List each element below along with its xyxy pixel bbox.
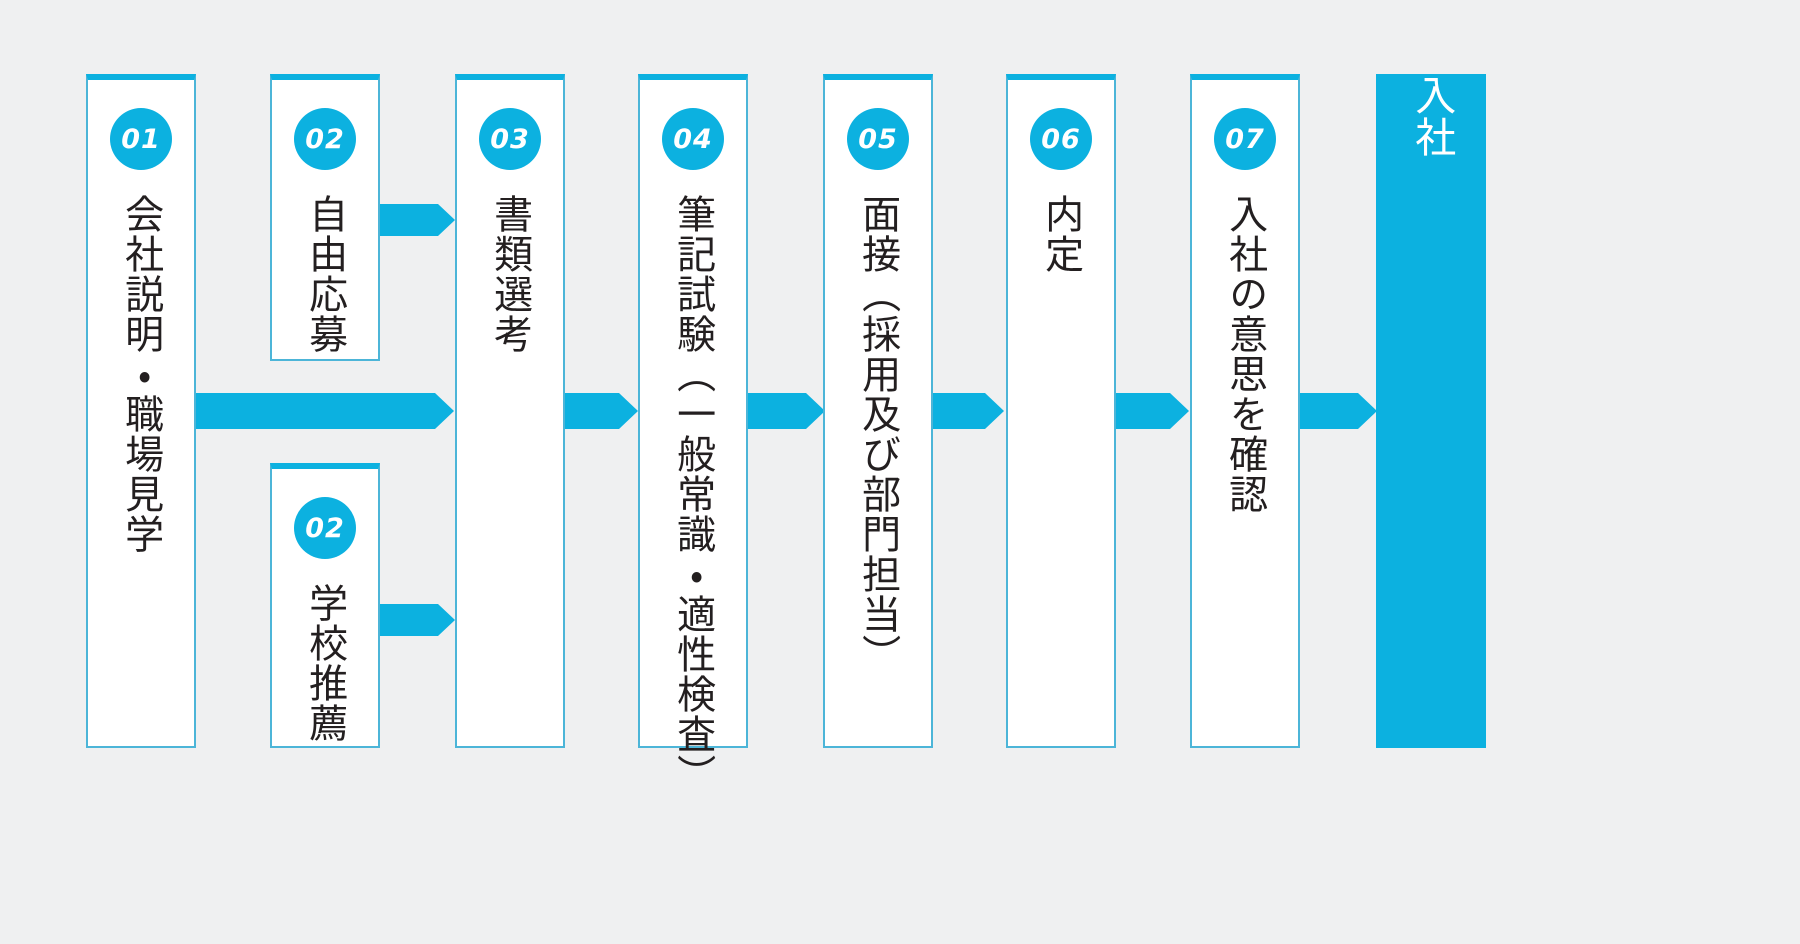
step-label-document-screening: 書類選考 [487,194,533,354]
step-label-intent-confirmation: 入社の意思を確認 [1222,194,1268,514]
step-badge-05: 05 [847,108,909,170]
arrow-screening-to-written-exam [562,393,638,429]
step-badge-01: 01 [110,108,172,170]
arrow-tip-icon [806,393,825,429]
step-card-written-exam[interactable]: 04 筆記試験（一般常識・適性検査） [638,74,748,794]
step-label-join-company: 入社 [1407,74,1456,158]
arrow-tip-icon [435,393,454,429]
step-card-school-recommendation[interactable]: 02 学校推薦 [270,463,380,748]
step-card-interview[interactable]: 05 面接（採用及び部門担当） [823,74,933,748]
step-badge-03: 03 [479,108,541,170]
step-label-written-exam: 筆記試験（一般常識・適性検査） [670,194,716,794]
arrow-interview-to-offer [930,393,1004,429]
step-card-orientation[interactable]: 01 会社説明・職場見学 [86,74,196,748]
step-label-job-offer: 内定 [1038,194,1084,274]
arrow-tip-icon [438,204,455,236]
step-badge-04: 04 [662,108,724,170]
step-card-job-offer[interactable]: 06 内定 [1006,74,1116,748]
arrow-offer-to-confirmation [1113,393,1189,429]
step-card-document-screening[interactable]: 03 書類選考 [455,74,565,748]
arrow-free-application-to-screening [376,204,455,236]
arrow-tip-icon [1358,393,1377,429]
step-badge-02-school: 02 [294,497,356,559]
arrow-tip-icon [619,393,638,429]
arrow-tip-icon [1170,393,1189,429]
arrow-school-recommendation-to-screening [376,604,455,636]
step-badge-06: 06 [1030,108,1092,170]
arrow-written-exam-to-interview [746,393,825,429]
arrow-tip-icon [438,604,455,636]
step-label-orientation: 会社説明・職場見学 [118,194,164,554]
step-badge-02-free: 02 [294,108,356,170]
arrow-orientation-to-screening [193,393,454,429]
step-label-free-application: 自由応募 [302,194,348,354]
step-badge-07: 07 [1214,108,1276,170]
step-card-free-application[interactable]: 02 自由応募 [270,74,380,361]
arrow-tip-icon [985,393,1004,429]
arrow-confirmation-to-join [1298,393,1377,429]
step-label-school-recommendation: 学校推薦 [302,583,348,743]
step-label-interview: 面接（採用及び部門担当） [855,194,901,674]
step-card-intent-confirmation[interactable]: 07 入社の意思を確認 [1190,74,1300,748]
step-card-join-company[interactable]: 入社 [1376,74,1486,748]
